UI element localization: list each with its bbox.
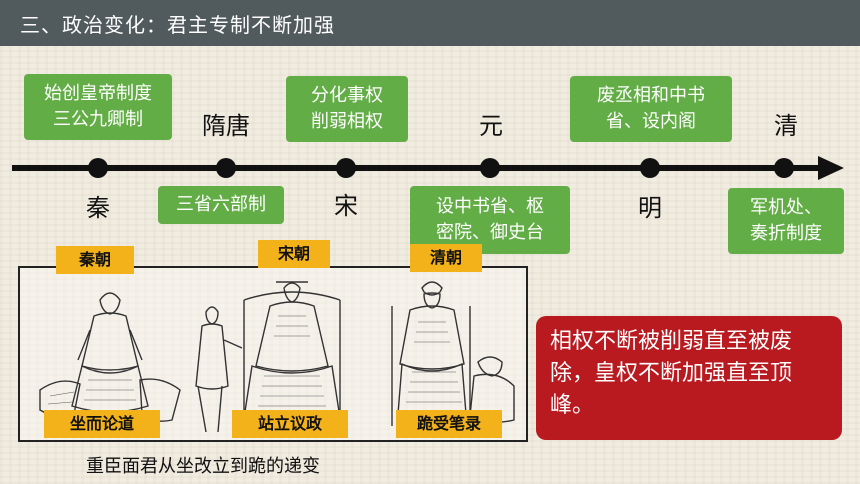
timeline-dot-song — [336, 158, 356, 178]
timeline-arrow — [818, 156, 844, 180]
timeline-line — [12, 165, 820, 171]
label-qing-dynasty: 清朝 — [410, 244, 482, 272]
title-bar: 三、政治变化：君主专制不断加强 — [0, 0, 860, 46]
box-yuan-system: 设中书省、枢 密院、御史台 — [410, 186, 570, 254]
illustration-caption: 重臣面君从坐改立到跪的递变 — [86, 456, 320, 477]
timeline-dot-ming — [640, 158, 660, 178]
page-title: 三、政治变化：君主专制不断加强 — [20, 13, 335, 37]
timeline-dot-qing — [774, 158, 794, 178]
label-stand-discuss: 站立议政 — [232, 410, 348, 438]
timeline-dot-suitang — [216, 158, 236, 178]
box-song-system: 分化事权 削弱相权 — [286, 76, 408, 142]
timeline-dot-yuan — [480, 158, 500, 178]
label-sit-discuss: 坐而论道 — [44, 410, 160, 438]
box-ming-system: 废丞相和中书 省、设内阁 — [570, 76, 732, 142]
dynasty-qing: 清 — [774, 112, 798, 140]
dynasty-suitang: 隋唐 — [202, 112, 250, 140]
box-suitang-system: 三省六部制 — [158, 186, 284, 224]
label-song-dynasty: 宋朝 — [258, 240, 330, 268]
dynasty-song: 宋 — [334, 192, 358, 220]
label-kneel-record: 跪受笔录 — [396, 410, 502, 438]
conclusion-box: 相权不断被削弱直至被废除，皇权不断加强直至顶峰。 — [536, 316, 842, 440]
dynasty-ming: 明 — [638, 194, 662, 222]
box-qin-system: 始创皇帝制度 三公九卿制 — [24, 74, 172, 140]
timeline-dot-qin — [88, 158, 108, 178]
dynasty-qin: 秦 — [86, 194, 110, 222]
label-qin-dynasty: 秦朝 — [56, 246, 134, 274]
box-qing-system: 军机处、 奏折制度 — [728, 188, 844, 254]
dynasty-yuan: 元 — [479, 112, 503, 140]
